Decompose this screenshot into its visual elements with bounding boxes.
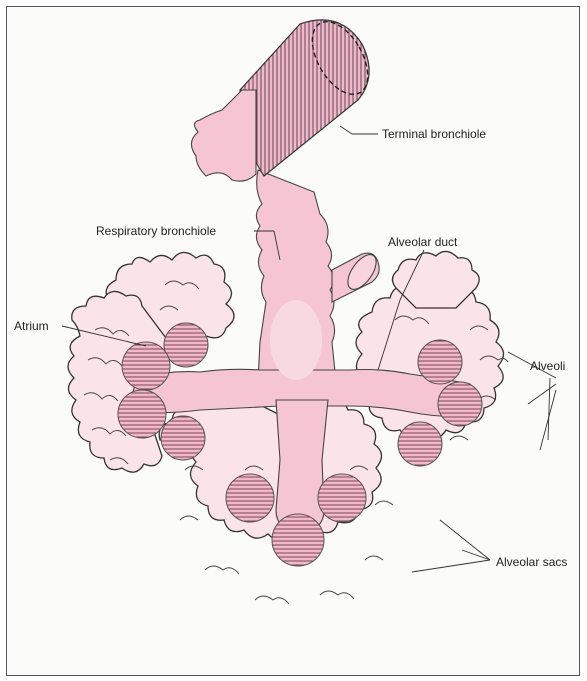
atrium-circle — [161, 416, 205, 460]
terminal-bronchiole-tube — [191, 12, 379, 181]
label-atrium: Atrium — [14, 319, 49, 333]
atrium-circle — [438, 382, 482, 426]
label-terminal-bronchiole: Terminal bronchiole — [382, 127, 486, 141]
atrium-circle — [226, 474, 274, 522]
label-alveoli: Alveoli — [530, 359, 565, 373]
label-respiratory-bronchiole: Respiratory bronchiole — [96, 224, 216, 238]
atrium-circle — [418, 340, 462, 384]
atrium-circle — [318, 474, 366, 522]
label-alveolar-sacs: Alveolar sacs — [496, 555, 567, 569]
label-alveolar-duct: Alveolar duct — [388, 235, 458, 249]
atrium-circle — [118, 390, 166, 438]
atrium-circle — [398, 422, 442, 466]
atrium-circle — [164, 323, 208, 367]
atrium-circle — [122, 342, 170, 390]
atrium-circle — [272, 514, 324, 566]
